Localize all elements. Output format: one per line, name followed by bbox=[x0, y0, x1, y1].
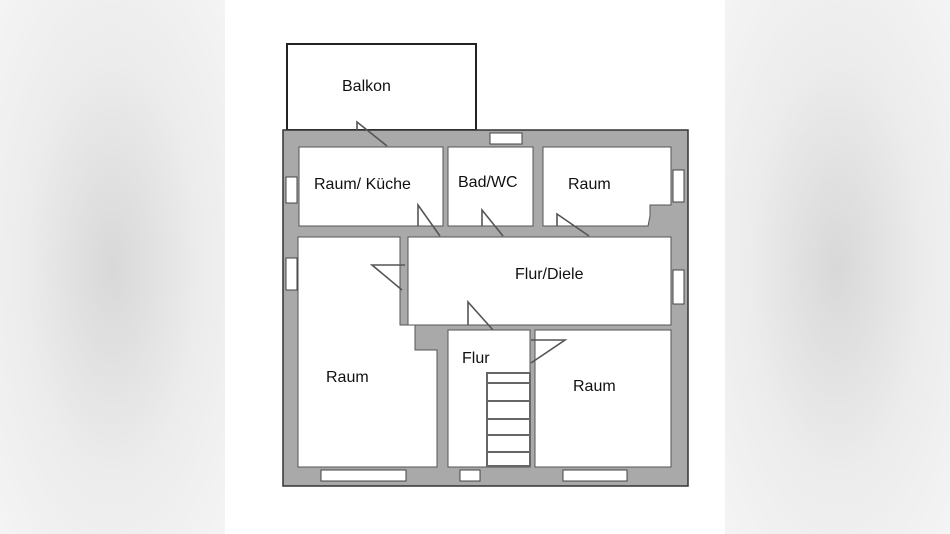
label-flur: Flur bbox=[462, 350, 490, 367]
room-left bbox=[297, 236, 438, 468]
label-kueche: Raum/ Küche bbox=[314, 176, 411, 193]
label-raum-top-right: Raum bbox=[568, 176, 611, 193]
room-top-right bbox=[542, 146, 672, 227]
label-flur-diele: Flur/Diele bbox=[515, 266, 584, 283]
room-bath bbox=[447, 146, 534, 227]
blurred-background-left bbox=[0, 0, 225, 534]
label-raum-bottom-right: Raum bbox=[573, 378, 616, 395]
room-kitchen bbox=[298, 146, 444, 227]
blurred-background-right bbox=[725, 0, 950, 534]
door-swings bbox=[356, 120, 590, 364]
balcony bbox=[286, 43, 477, 131]
room-hallway bbox=[447, 329, 531, 468]
room-hallway-diele bbox=[407, 236, 672, 326]
label-balkon: Balkon bbox=[342, 78, 391, 95]
staircase bbox=[486, 372, 531, 467]
label-bad: Bad/WC bbox=[458, 174, 518, 191]
windows bbox=[285, 132, 685, 482]
room-bottom-right bbox=[534, 329, 672, 468]
label-raum-left: Raum bbox=[326, 369, 369, 386]
